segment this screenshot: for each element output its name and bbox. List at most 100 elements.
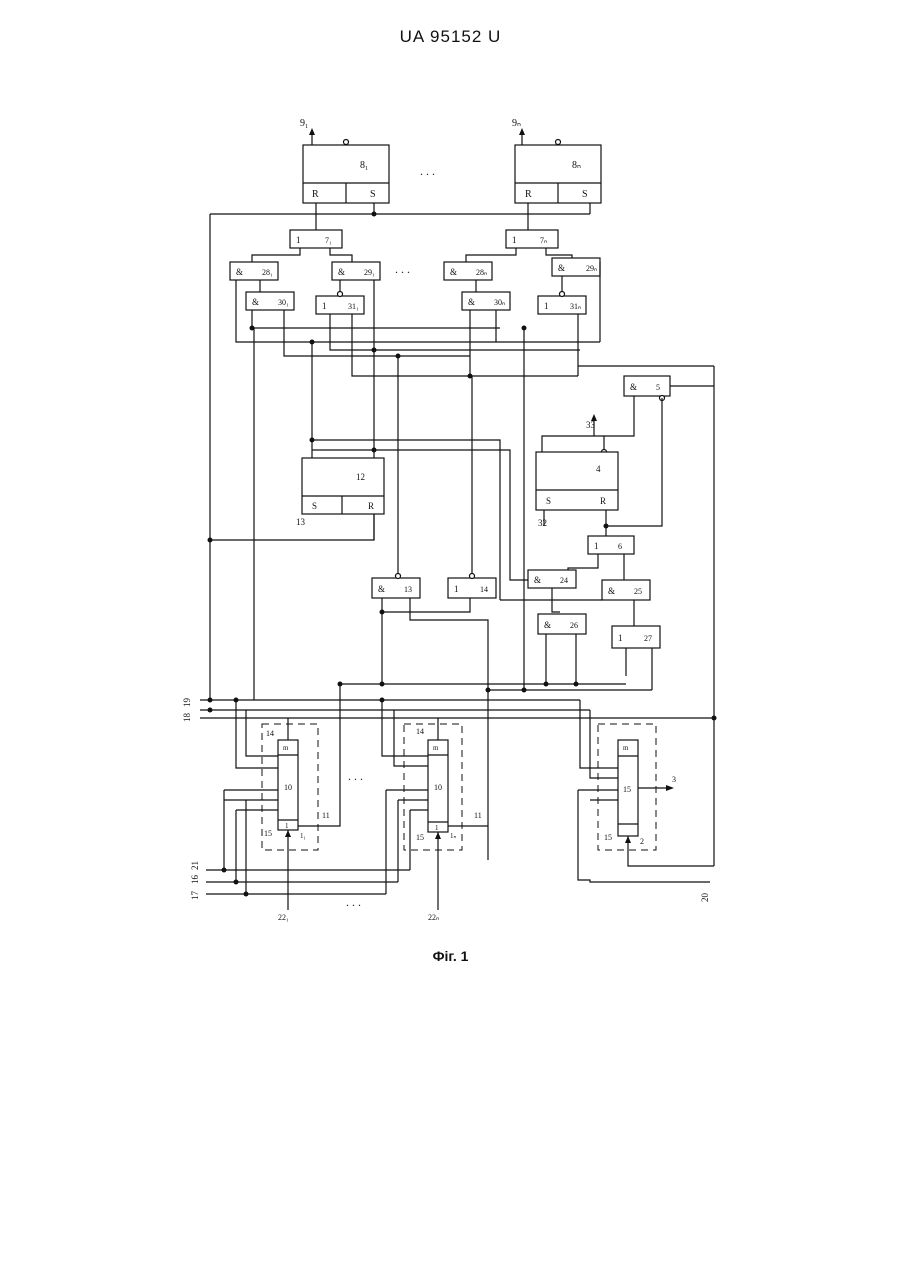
svg-text:&: & [468,297,475,307]
svg-text:8ₙ: 8ₙ [572,160,581,171]
input-20: 20 [700,893,710,903]
svg-text:&: & [630,382,637,392]
svg-text:26: 26 [570,621,578,630]
svg-text:11: 11 [322,811,330,820]
svg-text:1: 1 [512,235,517,245]
svg-text:&: & [450,267,457,277]
svg-text:S: S [370,189,376,200]
svg-text:25: 25 [634,587,642,596]
and-gate-29-1: & 29₁ [332,262,380,280]
svg-text:6: 6 [618,542,622,551]
svg-text:31₁: 31₁ [348,302,359,311]
trigger-12: 12 S R 13 [296,458,384,527]
svg-text:&: & [236,267,243,277]
svg-text:&: & [338,267,345,277]
svg-text:1ₙ: 1ₙ [450,832,457,840]
svg-text:14: 14 [266,729,274,738]
svg-text:15: 15 [264,829,272,838]
or-gate-14: 1 14 [448,574,496,599]
svg-text:1: 1 [285,822,289,830]
or-gate-7-n: 1 7ₙ [506,230,558,248]
output-3: 3 [672,775,676,784]
svg-text:10: 10 [284,783,292,792]
and-gate-30-1: & 30₁ [246,292,294,310]
svg-text:12: 12 [356,472,365,482]
svg-text:&: & [534,575,541,585]
svg-text:m: m [623,744,629,752]
svg-text:&: & [544,620,551,630]
or-gate-31-n: 1 31ₙ [538,292,586,315]
svg-text:14: 14 [480,585,488,594]
register-10-1: m 10 1 14 15 11 1₁ [264,729,330,840]
svg-text:8₁: 8₁ [360,160,369,171]
trigger-4: 4 S R [536,452,618,510]
ellipsis-registers: . . . [348,769,363,783]
and-gate-28-1: & 28₁ [230,262,278,280]
svg-text:30ₙ: 30ₙ [494,298,505,307]
svg-text:13: 13 [296,517,306,527]
svg-text:R: R [368,501,374,511]
or-gate-27: 1 27 [612,626,660,648]
and-gate-29-n: & 29ₙ [552,258,600,276]
and-gate-26: & 26 [538,614,586,634]
svg-text:1: 1 [435,824,439,832]
register-15: m 15 15 2 [604,740,644,846]
input-18: 18 [182,713,192,723]
svg-text:1: 1 [322,301,327,311]
svg-text:1: 1 [296,235,301,245]
svg-text:28₁: 28₁ [262,268,273,277]
svg-text:R: R [600,496,606,506]
and-gate-30-n: & 30ₙ [462,292,510,310]
svg-text:4: 4 [596,464,601,474]
svg-text:15: 15 [416,833,424,842]
ellipsis-mid: . . . [395,262,410,276]
svg-text:1: 1 [594,541,599,551]
and-gate-28-n: & 28ₙ [444,262,492,280]
trigger-8-n: 8ₙ R S 9ₙ [512,118,601,203]
svg-text:2: 2 [640,837,644,846]
input-21: 21 [190,861,200,870]
svg-text:1: 1 [454,584,459,594]
svg-text:R: R [525,189,532,200]
label-32: 32 [538,518,547,528]
input-17: 17 [190,891,200,901]
svg-text:11: 11 [474,811,482,820]
svg-text:30₁: 30₁ [278,298,289,307]
svg-text:1₁: 1₁ [300,832,306,840]
svg-text:15: 15 [623,785,631,794]
svg-text:14: 14 [416,727,424,736]
ellipsis-top: . . . [420,164,435,178]
svg-text:m: m [283,744,289,752]
svg-text:1: 1 [618,633,623,643]
svg-text:&: & [252,297,259,307]
label-33: 33 [586,420,596,430]
input-22-1: 22₁ [278,913,289,922]
svg-text:R: R [312,189,319,200]
svg-text:9ₙ: 9ₙ [512,118,521,129]
svg-text:10: 10 [434,783,442,792]
input-19: 19 [182,698,192,708]
svg-text:31ₙ: 31ₙ [570,302,581,311]
input-16: 16 [190,875,200,885]
svg-text:S: S [312,501,317,511]
input-22-n: 22ₙ [428,913,439,922]
svg-text:28ₙ: 28ₙ [476,268,487,277]
svg-text:13: 13 [404,585,412,594]
svg-text:29ₙ: 29ₙ [586,264,597,273]
svg-text:1: 1 [544,301,549,311]
register-10-n: m 10 1 14 15 11 1ₙ [416,727,482,842]
svg-text:15: 15 [604,833,612,842]
svg-text:29₁: 29₁ [364,268,375,277]
ellipsis-bottom: . . . [346,895,361,909]
svg-text:24: 24 [560,576,568,585]
svg-text:&: & [378,584,385,594]
svg-text:27: 27 [644,634,652,643]
or-gate-6: 1 6 [588,536,634,554]
svg-text:7ₙ: 7ₙ [540,236,547,245]
svg-text:m: m [433,744,439,752]
and-gate-23: & 13 [372,574,420,599]
svg-text:&: & [608,586,615,596]
svg-text:S: S [582,189,588,200]
svg-text:7₁: 7₁ [325,236,332,245]
